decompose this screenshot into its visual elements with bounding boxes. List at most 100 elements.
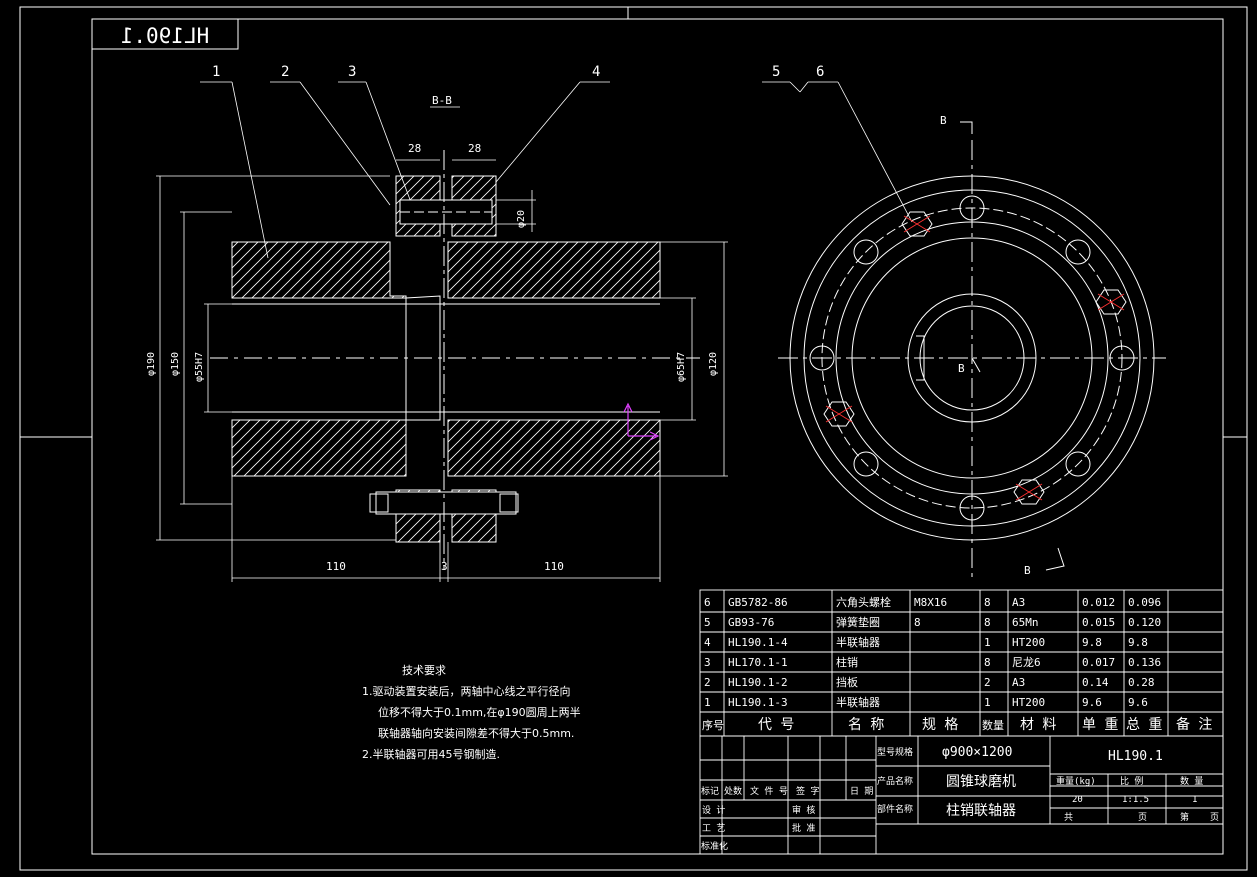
parts-cell-total_w: 0.096 (1128, 596, 1161, 609)
parts-cell-spec: M8X16 (914, 596, 947, 609)
notes-line-2: 位移不得大于0.1mm,在φ190圆周上两半 (378, 706, 581, 719)
parts-cell-total_w: 9.6 (1128, 696, 1148, 709)
section-mark-bottom: B (1024, 564, 1031, 577)
parts-cell-qty: 1 (984, 636, 991, 649)
parts-cell-code: HL170.1-1 (728, 656, 788, 669)
leader-4: 4 (592, 64, 600, 80)
sheet-no-label: 第 (1180, 811, 1189, 823)
count-value: 1 (1192, 795, 1197, 805)
sheet-no-unit: 页 (1210, 812, 1219, 823)
product-value: 圆锥球磨机 (946, 774, 1016, 790)
dim-len-left: 110 (326, 560, 346, 573)
front-view (778, 121, 1166, 580)
part-value: 柱销联轴器 (946, 803, 1016, 819)
parts-cell-unit_w: 0.015 (1082, 616, 1115, 629)
parts-cell-unit_w: 9.6 (1082, 696, 1102, 709)
parts-header-cell: 序号 (702, 718, 724, 732)
leader-1: 1 (212, 64, 220, 80)
sign-check: 审 核 (792, 804, 815, 816)
dim-d20: φ20 (516, 210, 527, 228)
parts-cell-name: 挡板 (836, 675, 858, 689)
rev-header-date: 日 期 (850, 786, 873, 797)
scale-label: 比 例 (1120, 775, 1143, 787)
parts-cell-name: 六角头螺栓 (836, 595, 891, 609)
parts-cell-spec: 8 (914, 616, 921, 629)
parts-cell-material: HT200 (1012, 696, 1045, 709)
parts-cell-unit_w: 0.017 (1082, 656, 1115, 669)
parts-cell-unit_w: 0.012 (1082, 596, 1115, 609)
parts-cell-qty: 2 (984, 676, 991, 689)
parts-cell-no: 2 (704, 676, 711, 689)
sign-standard: 标准化 (701, 840, 728, 852)
sign-process: 工 艺 (702, 823, 725, 834)
parts-cell-material: 65Mn (1012, 616, 1039, 629)
leader-3: 3 (348, 64, 356, 80)
dim-d55: φ55H7 (194, 352, 205, 382)
parts-cell-code: HL190.1-3 (728, 696, 788, 709)
parts-header-cell: 单 重 (1082, 717, 1118, 733)
section-view (156, 150, 728, 582)
weight-label: 重量(kg) (1056, 775, 1096, 787)
code-stamp: HL190.1 (91, 18, 239, 50)
dim-d120: φ120 (708, 352, 719, 376)
section-mark-center: B (958, 362, 965, 375)
parts-header-cell: 规 格 (922, 717, 958, 733)
parts-cell-name: 半联轴器 (836, 695, 880, 709)
parts-cell-no: 3 (704, 656, 711, 669)
scale-value: 1:1.5 (1122, 795, 1149, 805)
parts-cell-code: HL190.1-2 (728, 676, 788, 689)
code-stamp-text: HL190.1 (121, 24, 210, 48)
parts-header-cell: 名 称 (848, 717, 884, 733)
parts-cell-name: 半联轴器 (836, 635, 880, 649)
parts-cell-material: A3 (1012, 596, 1025, 609)
product-label: 产品名称 (877, 775, 913, 787)
sign-design: 设 计 (702, 804, 725, 816)
dim-d65: φ65H7 (676, 352, 687, 382)
parts-cell-no: 4 (704, 636, 711, 649)
parts-cell-unit_w: 0.14 (1082, 676, 1109, 689)
parts-header-cell: 数量 (982, 719, 1004, 732)
section-mark-top: B (940, 114, 947, 127)
parts-cell-material: HT200 (1012, 636, 1045, 649)
parts-cell-unit_w: 9.8 (1082, 636, 1102, 649)
notes-title: 技术要求 (402, 664, 446, 677)
parts-header-cell: 材 料 (1020, 717, 1056, 733)
parts-cell-qty: 8 (984, 656, 991, 669)
parts-header-cell: 代 号 (758, 717, 794, 733)
parts-cell-no: 1 (704, 696, 711, 709)
parts-cell-no: 6 (704, 596, 711, 609)
parts-cell-qty: 1 (984, 696, 991, 709)
parts-header-cell: 总 重 (1126, 717, 1162, 733)
parts-cell-total_w: 0.28 (1128, 676, 1155, 689)
parts-table-grid (699, 589, 1224, 737)
model-value: φ900×1200 (942, 745, 1012, 760)
parts-cell-total_w: 0.136 (1128, 656, 1161, 669)
leader-2: 2 (281, 64, 289, 80)
sheet-border (19, 6, 1248, 871)
parts-cell-total_w: 0.120 (1128, 616, 1161, 629)
part-label: 部件名称 (877, 803, 913, 815)
title-block-grid (699, 735, 1224, 855)
rev-header-doc: 文 件 号 (750, 785, 788, 797)
notes-line-1: 1.驱动装置安装后，两轴中心线之平行径向 (362, 685, 571, 698)
parts-cell-total_w: 9.8 (1128, 636, 1148, 649)
parts-header: 序号 代 号 名 称 规 格 数量 材 料 单 重总 重备 注 (702, 716, 1212, 733)
parts-cell-name: 弹簧垫圈 (836, 615, 880, 629)
parts-cell-code: HL190.1-4 (728, 636, 788, 649)
notes-line-4: 2.半联轴器可用45号钢制造. (362, 748, 500, 761)
leader-5: 5 (772, 64, 780, 80)
parts-header-cell: 备 注 (1176, 716, 1212, 733)
parts-cell-no: 5 (704, 616, 711, 629)
parts-cell-material: A3 (1012, 676, 1025, 689)
drawing-no: HL190.1 (1108, 749, 1163, 764)
sign-approve: 批 准 (792, 822, 815, 834)
dim-w28a: 28 (408, 142, 421, 155)
model-label: 型号规格 (877, 746, 913, 758)
sheet-total-unit: 页 (1138, 812, 1147, 823)
section-label: B-B (432, 94, 452, 107)
dim-len-right: 110 (544, 560, 564, 573)
part-leaders (200, 81, 913, 259)
dim-gap: 3 (441, 560, 448, 573)
parts-cell-name: 柱销 (836, 655, 858, 669)
